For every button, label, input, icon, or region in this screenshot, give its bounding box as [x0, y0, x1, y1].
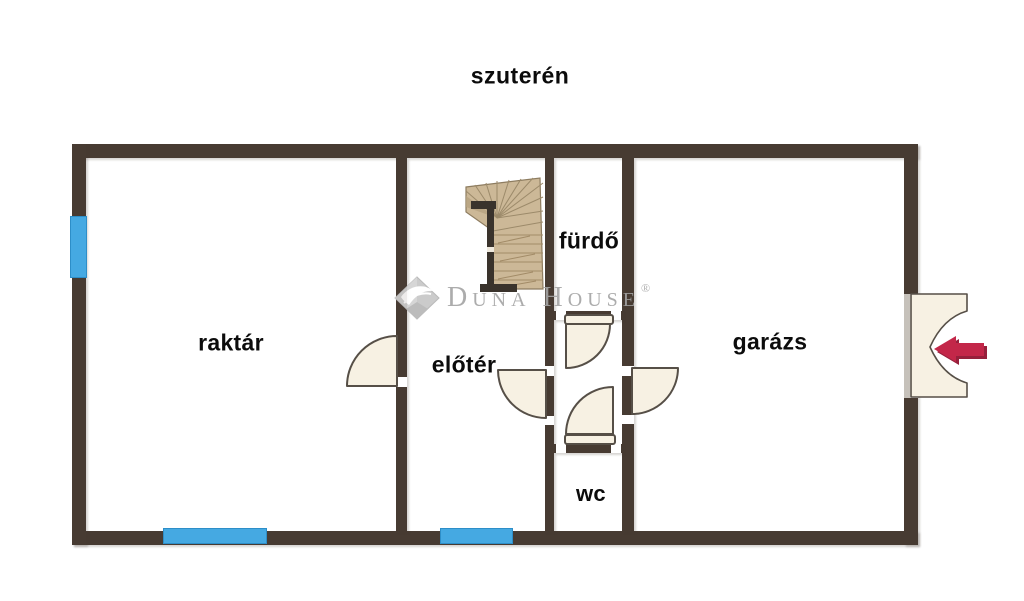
stairs [465, 177, 544, 292]
entry-arrow [934, 336, 984, 362]
garage-entry-threshold [904, 294, 910, 398]
door-arc-garazs [631, 367, 679, 415]
watermark-duna-house: Duna House ® [394, 276, 650, 320]
door-arc-raktar [346, 335, 398, 387]
entry-arrow-icon [934, 336, 987, 365]
door-notch-raktar [396, 377, 407, 387]
wall-raktar-eloter [396, 158, 407, 531]
wall-corridor-left [545, 158, 554, 531]
wall-outer-left [72, 144, 86, 545]
door-leaf-wc [564, 434, 616, 445]
door-notch-furdo-right [611, 311, 621, 320]
stairs-railing-gap [487, 247, 494, 252]
plan-title: szuterén [470, 62, 570, 89]
door-notch-eloter-bottom [545, 416, 554, 425]
room-label-furdo: fürdő [558, 227, 620, 254]
door-notch-wc-right [611, 444, 621, 453]
watermark-brand-text: Duna House [447, 282, 640, 313]
duna-house-logo-icon [394, 276, 440, 320]
room-label-wc: wc [576, 481, 606, 506]
stairs-winder-lines [465, 177, 544, 232]
door-garage-entry-double [910, 293, 968, 398]
wall-outer-top [72, 144, 918, 158]
door-arc-furdo [565, 323, 611, 369]
door-notch-furdo-left [556, 311, 566, 320]
door-arc-eloter [497, 369, 547, 419]
wall-wc-top [554, 444, 622, 453]
window-raktar-bottom [163, 528, 267, 544]
wall-corridor-right-garage [622, 158, 634, 531]
door-arc-wc [565, 386, 614, 435]
door-notch-eloter-top [545, 366, 554, 376]
window-eloter-bottom [440, 528, 513, 544]
stairs-body [465, 177, 544, 290]
room-label-eloter: előtér [431, 351, 497, 378]
stairs-shade-wedge [466, 196, 497, 218]
room-label-raktar: raktár [198, 329, 264, 356]
window-raktar-left [70, 216, 87, 278]
door-notch-wc-left [556, 444, 566, 453]
room-label-garazs: garázs [732, 328, 808, 355]
watermark-registered-mark: ® [641, 280, 651, 295]
door-notch-garazs-bottom [622, 415, 634, 424]
door-notch-garazs-top [622, 366, 634, 376]
entry-arrow-shadow [937, 339, 987, 365]
